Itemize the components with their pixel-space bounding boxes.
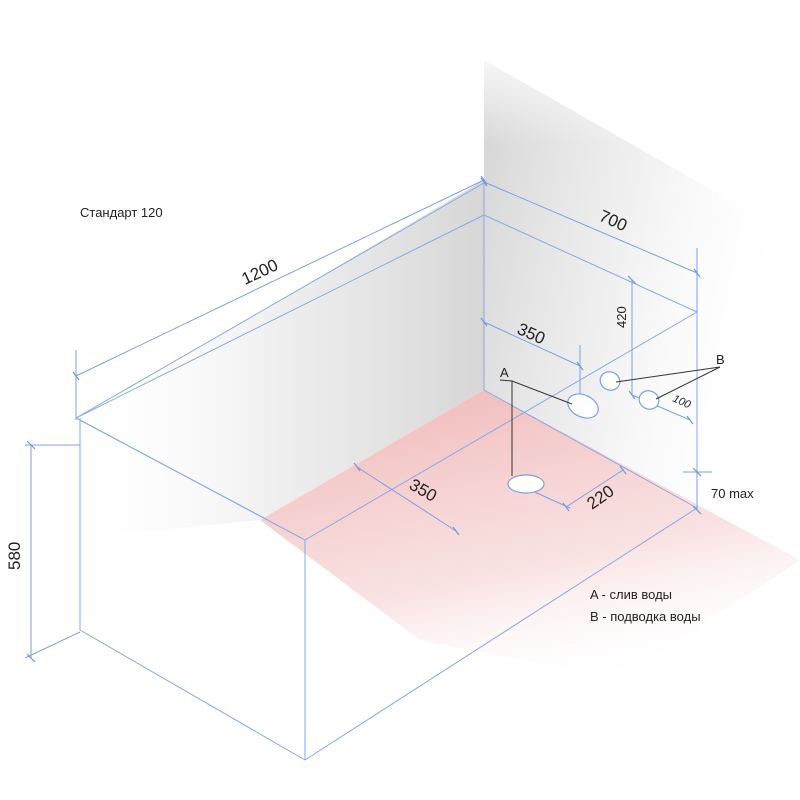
dim-width-line [483, 181, 698, 274]
edge-inner-left [79, 419, 265, 519]
dim-length-tick-left [72, 371, 80, 381]
dim-drain-height-tick-top [692, 467, 702, 477]
dim-drain-height-tick-bottom [692, 505, 702, 515]
marker-drain: A [500, 365, 509, 380]
leaders [499, 366, 721, 476]
dim-height-tick-bottom [26, 653, 36, 663]
dim-width-tick-right [693, 268, 701, 278]
supply-leader-upper [615, 366, 721, 383]
dim-drain-offset-width-tick-b [619, 465, 627, 475]
drain-hole-wall [567, 393, 599, 419]
supply-hole-lower [638, 390, 660, 410]
edge-top-back [75, 182, 485, 419]
floor [260, 390, 800, 680]
diagram-title: Стандарт 120 [80, 205, 163, 220]
dim-supply-spacing-tick-b [686, 415, 694, 425]
dim-supply-height-tick-top [627, 275, 637, 285]
bathtub-outline [75, 182, 698, 761]
label-height: 580 [5, 542, 24, 570]
dim-drain-offset-length-line [356, 466, 457, 532]
label-supply-height: 420 [614, 306, 629, 328]
dim-supply-offset-tick-left [480, 317, 488, 327]
edge-right-back [483, 214, 698, 313]
room-shading [60, 40, 800, 680]
dim-width-tick-left [480, 177, 488, 187]
marker-supply: B [716, 352, 725, 367]
edge-top-back-inner [75, 214, 485, 419]
dim-supply-spacing-tick-a [628, 390, 636, 400]
dim-length-line [75, 179, 485, 377]
dim-supply-offset-tick-right [576, 361, 584, 371]
dim-drain-offset-length-tick-a [353, 462, 361, 472]
wall-top-fade [260, 40, 800, 340]
openings [507, 371, 660, 494]
supply-leader-lower [655, 366, 721, 400]
dim-drain-offset-width-line [565, 469, 624, 508]
label-drain-height: 70 max [711, 486, 754, 501]
dim-height-tick-top [26, 440, 36, 450]
supply-hole-upper [599, 371, 621, 391]
dim-supply-offset-line [483, 321, 581, 367]
edge-bottom-right [304, 507, 698, 761]
edge-floor-back [483, 389, 698, 509]
legend-drain: A - слив воды [590, 587, 672, 602]
legend-supply: B - подводка воды [590, 609, 701, 624]
edge-bottom-front [79, 629, 306, 761]
dim-drain-offset-width-tick-a [562, 502, 570, 512]
dimension-lines [24, 175, 712, 663]
dim-height-ext-bottom [24, 631, 81, 659]
dim-drain-offset-length-tick-b [452, 526, 460, 536]
drain-hole-floor [507, 474, 545, 494]
drain-leader-wall [511, 380, 573, 405]
